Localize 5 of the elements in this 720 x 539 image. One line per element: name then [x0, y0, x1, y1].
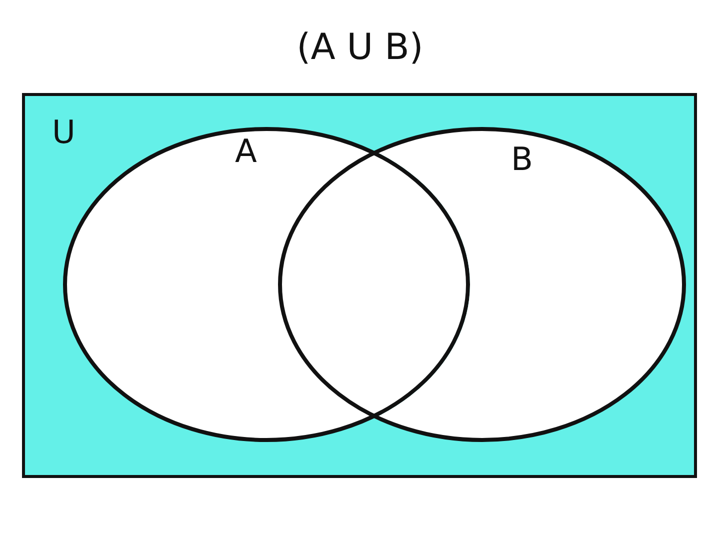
title: (A U B) — [296, 27, 424, 68]
universal-set-rectangle — [22, 93, 697, 478]
set-label: B — [511, 143, 533, 175]
set-label: U — [52, 116, 76, 148]
set-label: A — [235, 135, 257, 167]
